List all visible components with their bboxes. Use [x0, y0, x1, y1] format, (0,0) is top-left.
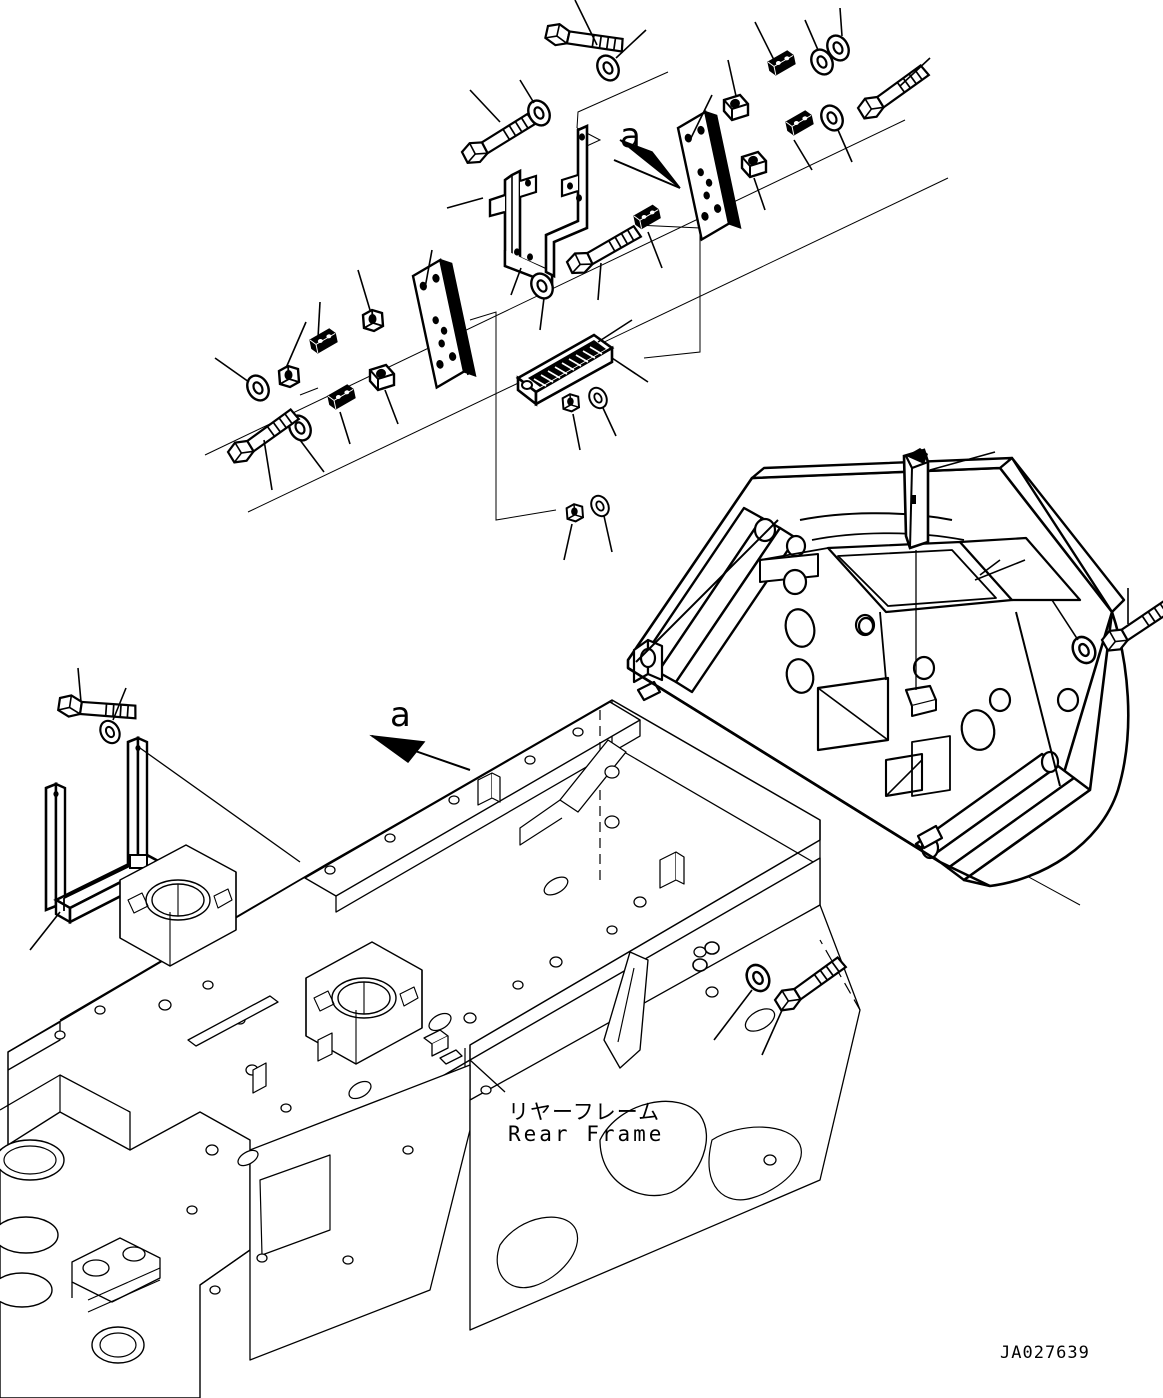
rear-frame-label-jp: リヤーフレーム — [508, 1100, 661, 1124]
leader-line — [446, 197, 484, 209]
section-mark-a-bottom: a — [390, 695, 411, 735]
spacer — [368, 363, 396, 392]
leader-line — [574, 0, 598, 46]
leader-line — [263, 439, 273, 491]
rear-frame — [0, 699, 861, 1398]
rear-frame-label-en: Rear Frame — [508, 1122, 665, 1146]
leader-line — [754, 21, 776, 63]
nut — [565, 503, 585, 523]
leader-line — [77, 667, 82, 703]
leader-line — [713, 989, 753, 1041]
leader-line — [563, 523, 573, 561]
leader-line — [285, 321, 307, 369]
leader-line — [539, 297, 545, 331]
leader-line — [299, 439, 325, 473]
leader-line — [572, 413, 581, 451]
leader-line — [761, 1007, 784, 1056]
spacer — [722, 93, 750, 122]
u-bracket — [488, 123, 589, 286]
leader-line — [979, 559, 1001, 576]
nut — [277, 364, 301, 389]
leader-line — [469, 1059, 506, 1093]
leader-line — [454, 319, 469, 376]
upper-exploded-assembly — [214, 0, 938, 561]
leader-line — [597, 262, 602, 301]
spacer — [740, 150, 768, 179]
leader-line — [469, 89, 501, 123]
leader-line — [929, 451, 996, 471]
leader-line — [793, 139, 813, 171]
leader-line — [384, 389, 399, 425]
leader-line — [139, 747, 301, 863]
leader-line — [647, 231, 663, 269]
leader-line — [603, 515, 613, 553]
leader-line — [727, 59, 737, 97]
section-arrow-top — [613, 139, 681, 189]
leader-line — [29, 911, 61, 951]
leader-line — [1051, 599, 1079, 641]
leader-line — [424, 249, 433, 289]
leader-line — [615, 29, 647, 59]
leader-line — [837, 129, 853, 163]
leader-line — [510, 267, 522, 296]
leader-line — [317, 301, 321, 339]
nut — [361, 308, 385, 333]
nut — [561, 393, 581, 413]
leader-line — [357, 269, 371, 311]
section-mark-a-top: a — [620, 116, 641, 156]
leader-line — [753, 177, 766, 211]
drawing-number: JA027639 — [1000, 1343, 1090, 1363]
leader-line — [602, 407, 617, 437]
serrated-step-plate — [515, 333, 615, 407]
frame-bolt-boss — [692, 941, 720, 972]
leader-line — [339, 411, 351, 445]
leader-line — [804, 19, 819, 51]
leader-line — [839, 7, 843, 37]
leader-line — [611, 357, 649, 383]
leader-line — [597, 319, 633, 343]
section-arrow-bottom — [369, 734, 471, 771]
leader-line — [112, 687, 127, 721]
leader-line — [974, 559, 1026, 581]
pin — [902, 448, 930, 550]
leader-line — [519, 79, 535, 104]
leader-line — [214, 357, 250, 383]
leader-line — [689, 94, 713, 141]
leader-line — [899, 57, 931, 87]
